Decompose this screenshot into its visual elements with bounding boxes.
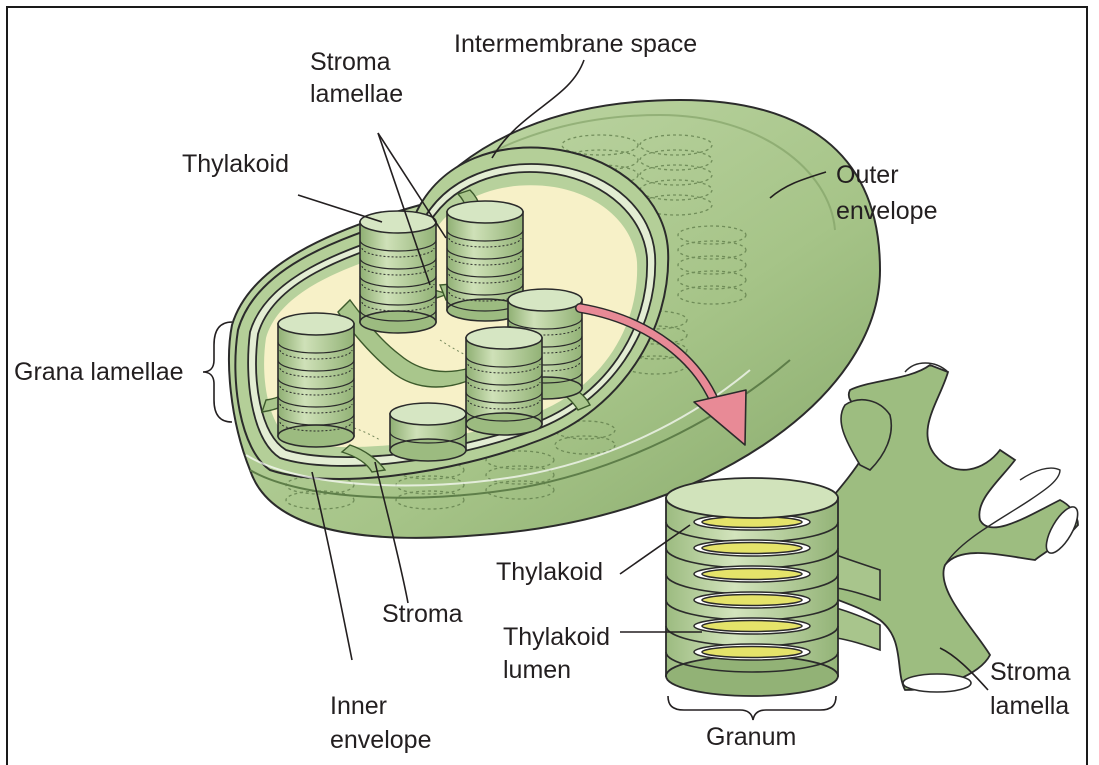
label-inner-envelope-line1: Inner <box>330 692 387 720</box>
label-thylakoid-detail: Thylakoid <box>496 558 603 586</box>
granum-stack-e <box>466 327 542 435</box>
label-granum: Granum <box>706 723 796 751</box>
label-stroma-lamella-line2: lamella <box>990 692 1069 720</box>
granum-stack-f <box>390 403 466 461</box>
label-intermembrane-space: Intermembrane space <box>454 30 697 58</box>
label-inner-envelope-line2: envelope <box>330 726 431 754</box>
label-outer-envelope-line2: envelope <box>836 197 937 225</box>
label-thylakoid-top: Thylakoid <box>182 150 289 178</box>
label-thylakoid-lumen-line1: Thylakoid <box>503 623 610 651</box>
label-stroma: Stroma <box>382 600 463 628</box>
label-outer-envelope-line1: Outer <box>836 161 899 189</box>
label-stroma-lamellae-line2: lamellae <box>310 80 403 108</box>
granum-brace <box>668 696 836 720</box>
label-stroma-lamella-line1: Stroma <box>990 658 1071 686</box>
label-grana-lamellae: Grana lamellae <box>14 358 184 386</box>
granum-stack-c <box>278 313 354 447</box>
grana-lamellae-brace <box>203 322 232 422</box>
granum-stack-a <box>360 211 436 333</box>
label-thylakoid-lumen-line2: lumen <box>503 656 571 684</box>
label-stroma-lamellae-line1: Stroma <box>310 48 391 76</box>
chloroplast-body <box>229 100 880 538</box>
